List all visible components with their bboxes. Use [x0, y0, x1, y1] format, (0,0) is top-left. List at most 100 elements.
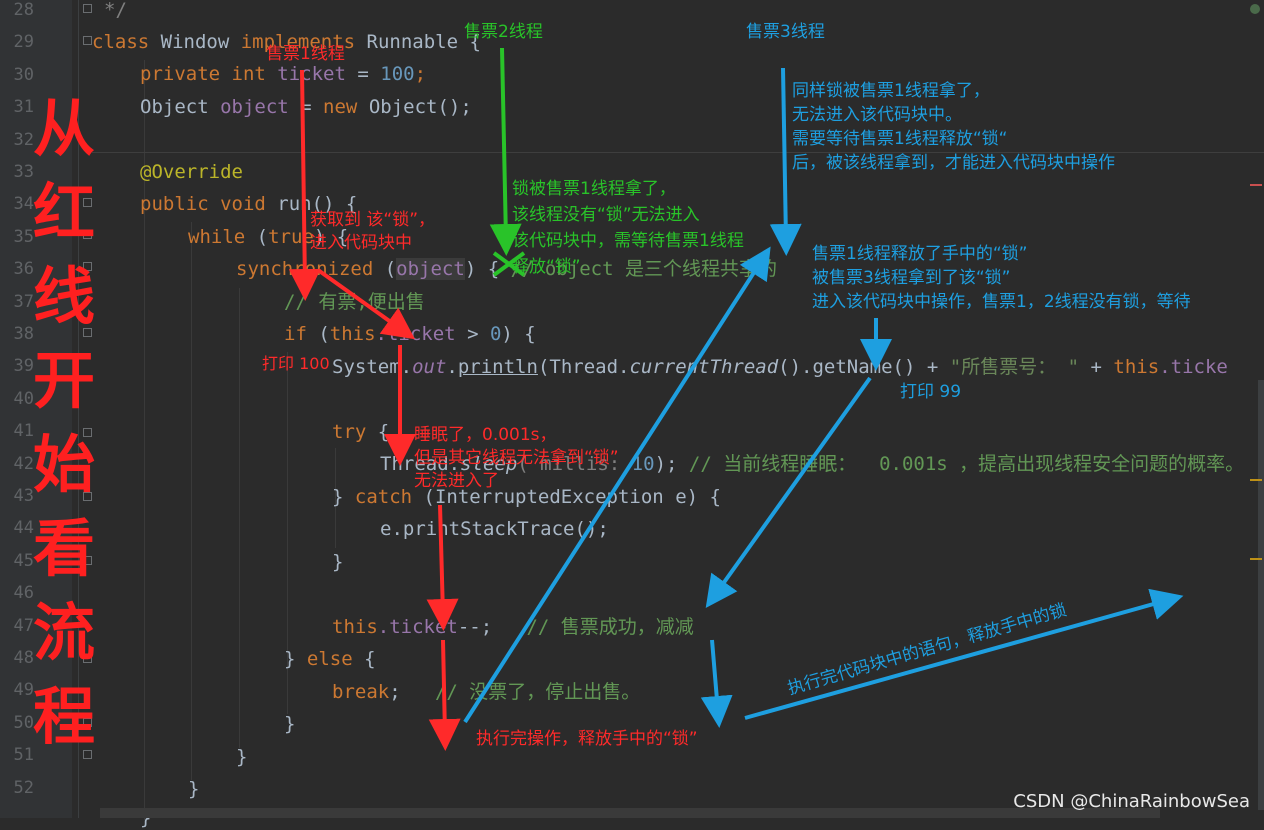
fold-marker[interactable] — [83, 718, 92, 727]
line-number: 44 — [13, 518, 34, 539]
red-arrow — [316, 268, 416, 340]
fold-marker[interactable] — [83, 328, 92, 337]
blue-note-print-99: 打印 99 — [900, 382, 962, 402]
inspection-status-icon[interactable] — [1250, 4, 1260, 14]
line-number: 38 — [13, 324, 34, 344]
flow-title-char: 红 — [32, 176, 95, 249]
code-line-51: } — [236, 746, 248, 768]
line-number: 29 — [13, 32, 34, 53]
code-line-34: public void run() { — [140, 193, 358, 215]
red-arrow — [288, 69, 321, 301]
line-number: 40 — [13, 388, 34, 409]
blue-note-wait: 同样锁被售票1线程拿了， 无法进入该代码块中。 需要等待售票1线程释放“锁“ 后… — [792, 81, 1115, 173]
red-note-sleep: 睡眠了，0.001s， 但是其它线程无法拿到“锁” 无法进入了 — [414, 425, 619, 491]
code-line-48: } else { — [284, 648, 376, 670]
code-line-44: e.printStackTrace(); — [380, 518, 609, 540]
flow-title-char: 从 — [32, 92, 95, 165]
flow-title-char: 开 — [32, 344, 95, 417]
thread3-label: 售票3线程 — [746, 22, 825, 42]
line-number: 45 — [13, 550, 34, 571]
line-number: 48 — [13, 648, 34, 668]
code-line-30: private int ticket = 100; — [140, 63, 427, 85]
warning-stripe-marker[interactable] — [1250, 479, 1262, 481]
code-line-29: class Window implements Runnable { — [92, 31, 481, 53]
line-number: 42 — [13, 453, 34, 474]
thread2-label: 售票2线程 — [464, 22, 543, 42]
red-note-release: 执行完操作，释放手中的“锁” — [476, 729, 698, 749]
fold-marker[interactable] — [83, 262, 92, 271]
flow-title-char: 始 — [32, 428, 95, 501]
method-separator — [92, 152, 1264, 153]
red-arrow — [428, 639, 461, 751]
line-number: 49 — [13, 680, 34, 701]
indent-guide — [335, 448, 336, 548]
code-line-52: } — [188, 778, 200, 800]
line-number: 32 — [13, 129, 34, 150]
blue-arrow — [700, 639, 733, 728]
line-number: 30 — [13, 64, 34, 85]
fold-marker[interactable] — [83, 428, 92, 437]
line-number: 39 — [13, 356, 34, 377]
vertical-scrollbar[interactable] — [1258, 380, 1264, 810]
line-number: 50 — [13, 712, 34, 733]
code-line-31: Object object = new Object(); — [140, 96, 472, 118]
code-line-39: System.out.println(Thread.currentThread(… — [332, 356, 1228, 378]
line-number: 52 — [13, 777, 34, 798]
flow-title-char: 程 — [32, 680, 95, 753]
warning-stripe-marker[interactable] — [1250, 558, 1262, 560]
code-line-50: } — [284, 713, 296, 735]
line-number: 31 — [13, 97, 34, 118]
line-number: 41 — [13, 421, 34, 442]
horizontal-scrollbar[interactable] — [100, 808, 1160, 818]
line-number: 35 — [13, 226, 34, 247]
watermark: CSDN @ChinaRainbowSea — [1013, 791, 1250, 812]
fold-marker[interactable] — [83, 556, 92, 565]
fold-marker[interactable] — [83, 36, 92, 45]
flow-title-char: 流 — [32, 596, 95, 669]
flow-title-char: 看 — [32, 512, 95, 585]
green-note-wait: 锁被售票1线程拿了， 该线程没有“锁”无法进入 该代码块中，需等待售票1线程 释… — [512, 179, 744, 277]
indent-guide — [144, 60, 145, 820]
line-number: 51 — [13, 745, 34, 766]
line-number: 46 — [13, 583, 34, 604]
blue-arrow — [744, 588, 1184, 720]
fold-marker[interactable] — [83, 4, 92, 13]
line-number: 47 — [13, 615, 34, 636]
code-line-45: } — [332, 551, 344, 573]
code-line-42: Thread.sleep( millis: 10); // 当前线程睡眠： 0.… — [380, 453, 1245, 475]
indent-guide — [191, 222, 192, 780]
flow-title-char: 线 — [32, 260, 95, 333]
red-note-got-lock: 获取到 该“锁”， 进入代码块中 — [310, 210, 436, 253]
indent-guide — [287, 352, 288, 714]
line-number: 28 — [13, 0, 34, 20]
blue-arrow — [705, 376, 872, 609]
fold-marker[interactable] — [83, 198, 92, 207]
code-line-33: @Override — [140, 161, 243, 183]
line-number: 43 — [13, 486, 34, 506]
thread1-label: 售票1线程 — [266, 44, 345, 64]
fold-marker[interactable] — [83, 492, 92, 501]
line-number: 36 — [13, 259, 34, 280]
line-number: 33 — [13, 162, 34, 182]
fold-marker[interactable] — [83, 654, 92, 663]
fold-marker[interactable] — [83, 230, 92, 239]
code-line-41: try { — [332, 421, 390, 443]
fold-marker[interactable] — [83, 750, 92, 759]
indent-guide — [239, 288, 240, 748]
red-arrow — [426, 504, 459, 631]
green-arrow — [489, 47, 522, 256]
error-stripe-marker[interactable] — [1250, 184, 1262, 186]
code-line-43: } catch (InterruptedException e) { — [332, 486, 721, 508]
code-line-28: */ — [104, 0, 127, 21]
blue-arrow — [769, 67, 802, 256]
gutter-divider — [78, 0, 79, 818]
blue-arrow — [463, 246, 771, 724]
line-number-gutter — [0, 0, 72, 818]
blue-note-thread3-enter: 售票1线程释放了手中的“锁” 被售票3线程拿到了该“锁” 进入该代码块中操作，售… — [812, 244, 1191, 312]
code-line-49: break; // 没票了，停止出售。 — [332, 681, 641, 703]
line-number: 37 — [13, 291, 34, 312]
red-note-print-100: 打印 100 — [262, 354, 330, 373]
line-number: 34 — [13, 194, 34, 215]
green-cross — [492, 251, 526, 277]
